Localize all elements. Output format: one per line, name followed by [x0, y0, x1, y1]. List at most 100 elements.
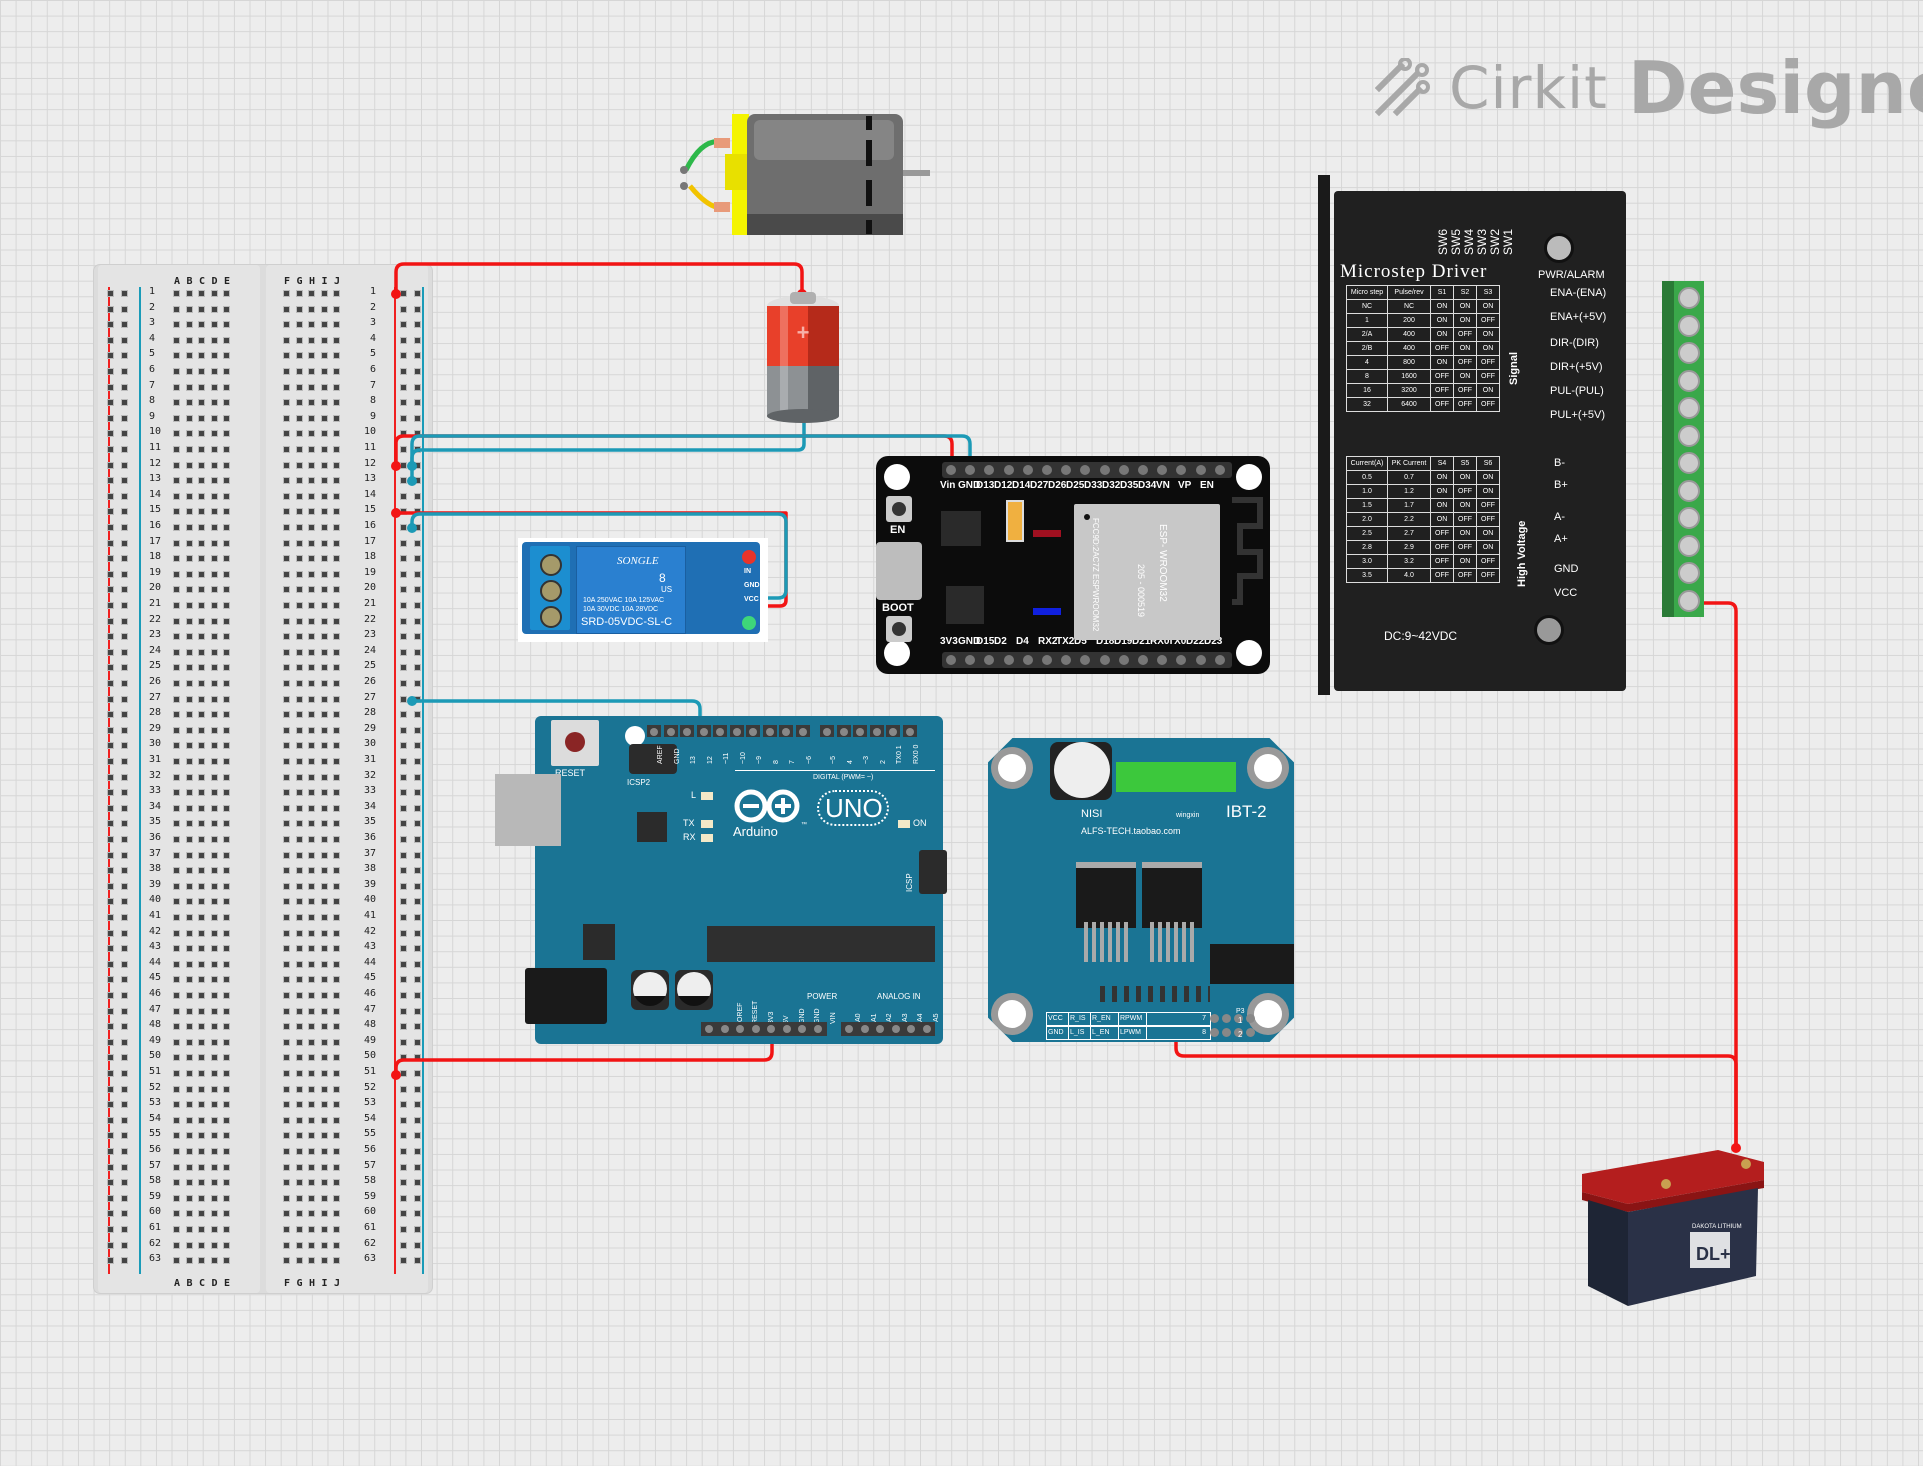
terminal-hole[interactable] — [334, 1117, 339, 1123]
terminal-hole[interactable] — [284, 837, 289, 842]
analog-pin[interactable] — [845, 1025, 853, 1033]
terminal-hole[interactable] — [284, 727, 289, 733]
terminal-hole[interactable] — [199, 1024, 204, 1030]
rail-hole[interactable] — [401, 634, 406, 640]
terminal-hole[interactable] — [321, 649, 327, 655]
rail-hole[interactable] — [122, 493, 127, 499]
terminal-hole[interactable] — [186, 525, 192, 530]
rail-hole[interactable] — [401, 1117, 406, 1123]
rail-hole[interactable] — [415, 1055, 420, 1061]
terminal-hole[interactable] — [199, 1149, 204, 1154]
terminal-hole[interactable] — [321, 1055, 327, 1061]
esp32-pin[interactable] — [1099, 655, 1110, 665]
terminal-screw[interactable] — [1678, 397, 1700, 419]
terminal-hole[interactable] — [284, 899, 289, 905]
terminal-hole[interactable] — [211, 993, 217, 998]
terminal-hole[interactable] — [321, 790, 327, 796]
motor-terminal[interactable] — [680, 166, 688, 174]
terminal-hole[interactable] — [321, 1211, 327, 1217]
rail-hole[interactable] — [108, 1195, 113, 1201]
terminal-hole[interactable] — [321, 852, 327, 858]
terminal-hole[interactable] — [321, 306, 327, 312]
terminal-hole[interactable] — [211, 1211, 217, 1217]
terminal-hole[interactable] — [224, 790, 229, 796]
rail-hole[interactable] — [401, 727, 406, 733]
rail-hole[interactable] — [108, 337, 113, 343]
terminal-hole[interactable] — [284, 1149, 289, 1154]
terminal-hole[interactable] — [309, 337, 314, 343]
terminal-hole[interactable] — [284, 603, 289, 608]
terminal-hole[interactable] — [309, 384, 314, 390]
terminal-hole[interactable] — [211, 618, 217, 624]
terminal-hole[interactable] — [224, 930, 229, 936]
rail-hole[interactable] — [108, 727, 113, 733]
rail-hole[interactable] — [401, 353, 406, 359]
terminal-hole[interactable] — [174, 447, 179, 452]
terminal-hole[interactable] — [199, 977, 204, 983]
battery-cell[interactable]: + — [762, 290, 844, 424]
terminal-hole[interactable] — [284, 915, 289, 920]
rail-hole[interactable] — [122, 1102, 127, 1108]
terminal-hole[interactable] — [211, 1055, 217, 1061]
terminal-hole[interactable] — [211, 743, 217, 749]
digital-pin[interactable] — [716, 728, 724, 736]
rail-hole[interactable] — [401, 915, 406, 920]
rail-hole[interactable] — [122, 852, 127, 858]
screw-terminal[interactable] — [540, 580, 562, 602]
terminal-hole[interactable] — [309, 1117, 314, 1123]
terminal-hole[interactable] — [284, 462, 289, 468]
terminal-hole[interactable] — [309, 462, 314, 468]
terminal-hole[interactable] — [334, 571, 339, 577]
rail-hole[interactable] — [401, 556, 406, 562]
terminal-hole[interactable] — [174, 306, 179, 312]
terminal-hole[interactable] — [334, 353, 339, 359]
terminal-hole[interactable] — [199, 1211, 204, 1217]
terminal-hole[interactable] — [224, 1211, 229, 1217]
terminal-hole[interactable] — [174, 805, 179, 811]
terminal-hole[interactable] — [334, 852, 339, 858]
rail-hole[interactable] — [415, 743, 420, 749]
terminal-hole[interactable] — [211, 462, 217, 468]
wire-battery-positive[interactable] — [394, 262, 804, 296]
rail-hole[interactable] — [122, 681, 127, 686]
terminal-hole[interactable] — [211, 415, 217, 421]
rail-hole[interactable] — [415, 805, 420, 811]
wire-relay-vcc[interactable] — [394, 511, 788, 608]
terminal-hole[interactable] — [199, 1133, 204, 1139]
terminal-hole[interactable] — [199, 1164, 204, 1170]
terminal-hole[interactable] — [174, 618, 179, 624]
rail-hole[interactable] — [122, 1055, 127, 1061]
terminal-hole[interactable] — [186, 634, 192, 640]
power-pin[interactable] — [751, 1025, 760, 1033]
rail-hole[interactable] — [122, 743, 127, 749]
ibt2-header-pin[interactable] — [1222, 1028, 1231, 1037]
terminal-hole[interactable] — [296, 384, 302, 390]
terminal-hole[interactable] — [321, 977, 327, 983]
terminal-hole[interactable] — [309, 805, 314, 811]
terminal-hole[interactable] — [284, 447, 289, 452]
terminal-hole[interactable] — [186, 369, 192, 374]
terminal-hole[interactable] — [334, 369, 339, 374]
terminal-hole[interactable] — [174, 1164, 179, 1170]
rail-hole[interactable] — [415, 821, 420, 827]
terminal-hole[interactable] — [321, 821, 327, 827]
rail-hole[interactable] — [415, 1133, 420, 1139]
terminal-hole[interactable] — [211, 1102, 217, 1108]
rail-hole[interactable] — [401, 431, 406, 437]
rail-hole[interactable] — [415, 712, 420, 718]
terminal-hole[interactable] — [284, 790, 289, 796]
rail-hole[interactable] — [122, 665, 127, 671]
terminal-hole[interactable] — [186, 1102, 192, 1108]
rail-hole[interactable] — [415, 603, 420, 608]
terminal-hole[interactable] — [334, 1195, 339, 1201]
esp32-pin[interactable] — [1176, 655, 1187, 665]
rail-hole[interactable] — [401, 400, 406, 406]
rail-hole[interactable] — [401, 1055, 406, 1061]
terminal-hole[interactable] — [174, 1102, 179, 1108]
rail-hole[interactable] — [108, 556, 113, 562]
terminal-hole[interactable] — [309, 1180, 314, 1186]
terminal-hole[interactable] — [309, 369, 314, 374]
terminal-hole[interactable] — [334, 1071, 339, 1076]
terminal-hole[interactable] — [199, 961, 204, 967]
